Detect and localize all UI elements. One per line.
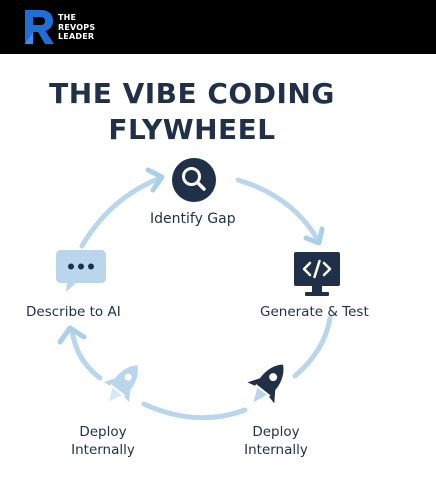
revops-logo-icon bbox=[25, 10, 54, 44]
arrowhead-top-left bbox=[145, 167, 165, 193]
title-line-1: THE VIBE CODING bbox=[49, 77, 335, 110]
step-label-identify-gap: Identify Gap bbox=[150, 211, 236, 227]
arrowhead-right bbox=[303, 226, 325, 246]
code-monitor-icon bbox=[294, 252, 340, 296]
arc-generate-to-deploy bbox=[292, 315, 333, 379]
page-title: THE VIBE CODING FLYWHEEL bbox=[0, 76, 384, 148]
arrowhead-left bbox=[57, 325, 87, 345]
arc-deploy-to-describe bbox=[69, 327, 103, 381]
brand-line-1: THE bbox=[58, 13, 77, 22]
title-line-2: FLYWHEEL bbox=[108, 113, 276, 146]
arc-describe-to-identify bbox=[79, 175, 163, 249]
step-label-describe-to-ai: Describe to AI bbox=[26, 304, 121, 320]
brand-line-3: LEADER bbox=[58, 32, 95, 41]
brand-name: THE REVOPS LEADER bbox=[58, 13, 95, 42]
rocket-light-icon bbox=[103, 365, 138, 402]
magnifier-icon bbox=[172, 158, 216, 202]
step-label-deploy-internally-right: Deploy Internally bbox=[244, 424, 308, 458]
step-label-deploy-internally-left: Deploy Internally bbox=[71, 424, 135, 458]
chat-bubble-icon bbox=[56, 250, 106, 292]
brand-line-2: REVOPS bbox=[58, 22, 96, 32]
rocket-dark-icon bbox=[247, 364, 284, 404]
arc-identify-to-generate bbox=[235, 177, 321, 243]
arc-deploy-to-deploy bbox=[141, 401, 248, 421]
step-label-generate-test: Generate & Test bbox=[260, 304, 369, 320]
brand-banner: THE REVOPS LEADER bbox=[0, 0, 436, 54]
